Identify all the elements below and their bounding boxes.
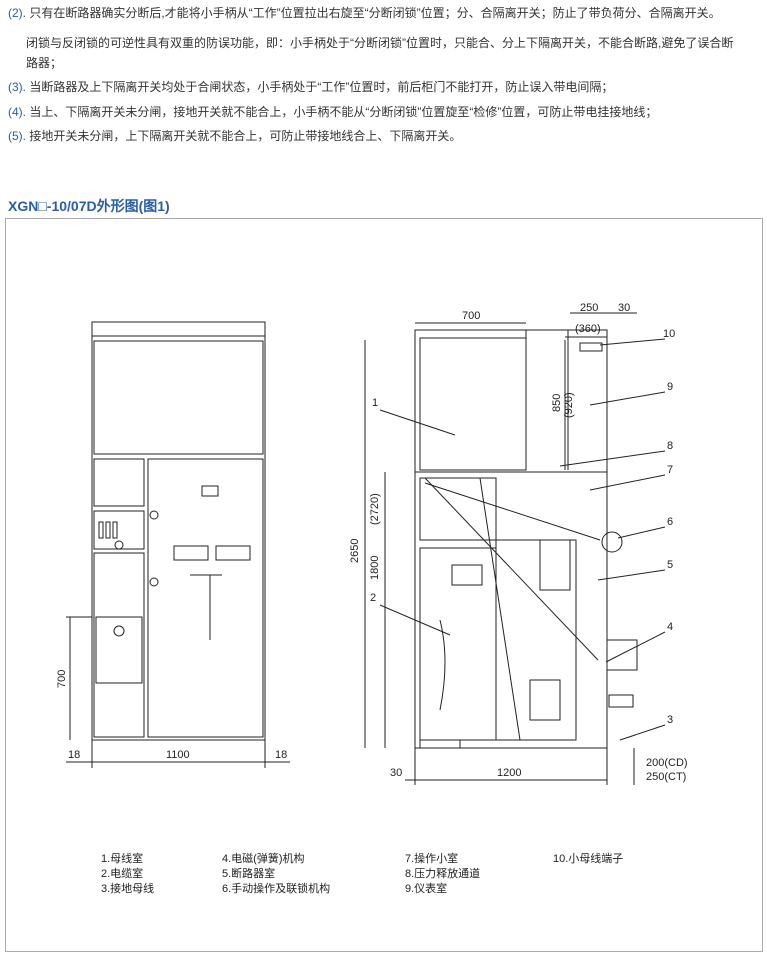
para-2: (2). 只有在断路器确实分断后,才能将小手柄从“工作”位置拉出右旋至“分断闭锁… xyxy=(8,6,721,20)
dim-250: 250 xyxy=(580,302,598,314)
dim-700: 700 xyxy=(462,310,480,322)
dim-18-b: 18 xyxy=(275,749,287,761)
callout-3: 3 xyxy=(667,714,673,726)
dim-850: 850 xyxy=(551,394,563,412)
dim-200cd: 200(CD) xyxy=(646,757,688,769)
callout-5: 5 xyxy=(667,559,673,571)
para-4: (4). 当上、下隔离开关未分闸，接地开关就不能合上，小手柄不能从“分断闭锁”位… xyxy=(8,105,658,119)
para-3: (3). 当断路器及上下隔离开关均处于合闸状态，小手柄处于“工作”位置时，前后柜… xyxy=(8,80,614,94)
dim-2720: (2720) xyxy=(369,493,381,525)
figure-frame xyxy=(5,218,763,952)
dim-1200: 1200 xyxy=(497,767,521,779)
callout-6: 6 xyxy=(667,516,673,528)
callout-10: 10 xyxy=(663,328,675,340)
para-5: (5). 接地开关未分闸，上下隔离开关就不能合上，可防止带接地线合上、下隔离开关… xyxy=(8,129,462,143)
dim-360: (360) xyxy=(575,323,601,335)
callout-4: 4 xyxy=(667,621,673,633)
dim-30-bottom: 30 xyxy=(390,767,402,779)
para-2-cont2: 路器； xyxy=(26,56,63,70)
callout-1: 1 xyxy=(372,397,378,409)
dim-250ct: 250(CT) xyxy=(646,771,686,783)
side-view xyxy=(414,329,638,749)
legend-col-4: 10.小母线端子 xyxy=(553,853,624,865)
dim-18-a: 18 xyxy=(68,749,80,761)
callout-8: 8 xyxy=(667,440,673,452)
dim-1100: 1100 xyxy=(166,749,190,761)
dim-700-left: 700 xyxy=(56,670,68,688)
callout-9: 9 xyxy=(667,381,673,393)
figure-title: XGN□-10/07D外形图(图1) xyxy=(8,198,170,214)
para-2-cont: 闭锁与反闭锁的可逆性具有双重的防误功能，即：小手柄处于“分断闭锁”位置时，只能合… xyxy=(26,36,734,50)
callout-7: 7 xyxy=(667,464,673,476)
front-view xyxy=(91,321,266,741)
dim-1800: 1800 xyxy=(369,556,381,580)
dim-920: (920) xyxy=(563,392,575,418)
callout-2: 2 xyxy=(370,592,376,604)
dim-2650: 2650 xyxy=(349,539,361,563)
dim-30-top: 30 xyxy=(618,302,630,314)
